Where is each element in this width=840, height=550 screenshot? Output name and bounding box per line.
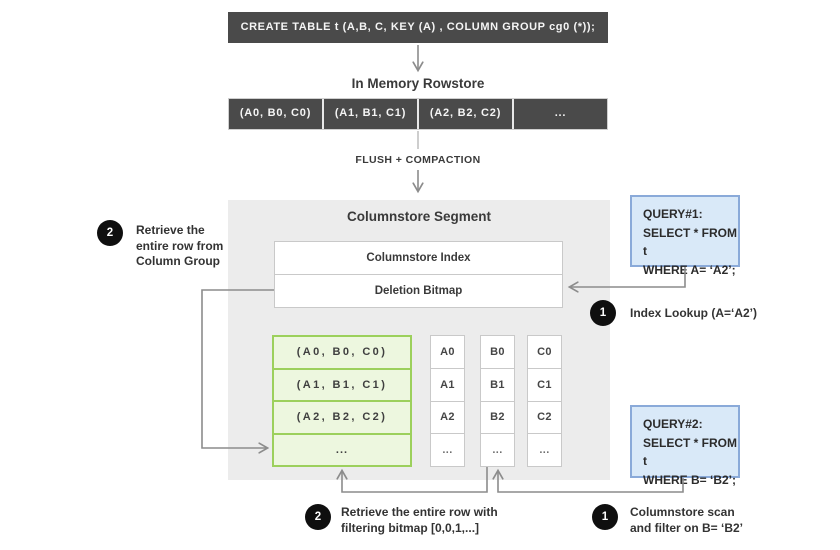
step-badge-2: 2 <box>97 220 123 246</box>
query2-line: SELECT * FROM t <box>643 435 738 469</box>
query2-box: QUERY#2: SELECT * FROM t WHERE B= ‘B2’; <box>630 405 740 487</box>
step-badge-1: 1 <box>590 300 616 326</box>
column-group-block: (A0, B0, C0) (A1, B1, C1) (A2, B2, C2) .… <box>272 335 412 467</box>
segment-bars: Columnstore Index Deletion Bitmap <box>274 241 563 308</box>
deletion-bitmap-bar: Deletion Bitmap <box>274 274 563 308</box>
query1-line: SELECT * FROM t <box>643 225 738 259</box>
column-b-stack: B0 B1 B2 ... <box>480 335 515 467</box>
segment-title: Columnstore Segment <box>346 209 492 224</box>
column-cell: ... <box>539 444 550 457</box>
query2-line: WHERE B= ‘B2’; <box>643 472 737 487</box>
rowstore-cell: (A0, B0, C0) <box>229 99 322 129</box>
column-cell: B0 <box>481 336 514 369</box>
step-label-columnstore-scan: Columnstore scan and filter on B= ‘B2’ <box>630 505 744 535</box>
column-group-row: (A1, B1, C1) <box>274 370 410 402</box>
create-table-statement: CREATE TABLE t (A,B, C, KEY (A) , COLUMN… <box>228 12 608 43</box>
column-c-stack: C0 C1 C2 ... <box>527 335 562 467</box>
query1-line: WHERE A= ‘A2’; <box>643 262 736 277</box>
step-label-retrieve-row-bitmap: Retrieve the entire row with filtering b… <box>341 505 498 535</box>
column-group-row: (A0, B0, C0) <box>274 337 410 370</box>
rowstore-cell: (A2, B2, C2) <box>419 99 512 129</box>
query1-line: QUERY#1: <box>643 207 703 221</box>
step-label-index-lookup: Index Lookup (A=‘A2’) <box>630 306 758 320</box>
step-badge-1: 1 <box>592 504 618 530</box>
column-cell: B1 <box>481 369 514 402</box>
column-cell: C2 <box>528 402 561 435</box>
step-label-retrieve-row-from-column-group: Retrieve the entire row from Column Grou… <box>136 223 224 268</box>
column-a-stack: A0 A1 A2 ... <box>430 335 465 467</box>
column-cell: B2 <box>481 402 514 435</box>
column-group-row: ... <box>335 443 349 456</box>
column-cell: A2 <box>431 402 464 435</box>
rowstore-title: In Memory Rowstore <box>351 76 485 91</box>
column-cell: ... <box>492 444 503 457</box>
query1-box: QUERY#1: SELECT * FROM t WHERE A= ‘A2’; <box>630 195 740 277</box>
rowstore-cell: ... <box>514 99 607 129</box>
column-cell: A0 <box>431 336 464 369</box>
columnstore-index-bar: Columnstore Index <box>274 241 563 275</box>
step-badge-2: 2 <box>305 504 331 530</box>
flush-compaction-label: FLUSH + COMPACTION <box>355 154 481 166</box>
column-cell: C0 <box>528 336 561 369</box>
column-cell: C1 <box>528 369 561 402</box>
column-group-row: (A2, B2, C2) <box>274 402 410 435</box>
query2-line: QUERY#2: <box>643 417 703 431</box>
column-cell: A1 <box>431 369 464 402</box>
rowstore-bar: (A0, B0, C0) (A1, B1, C1) (A2, B2, C2) .… <box>228 98 608 130</box>
column-cell: ... <box>442 444 453 457</box>
rowstore-cell: (A1, B1, C1) <box>324 99 417 129</box>
